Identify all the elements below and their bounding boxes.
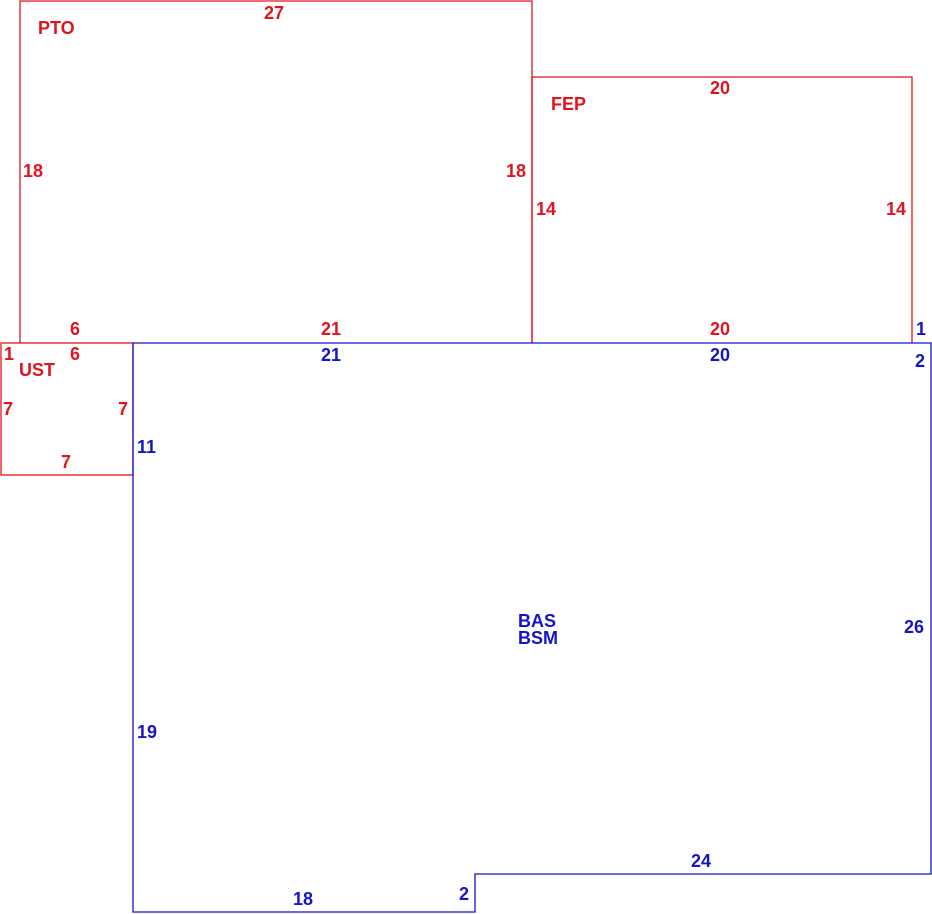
- fep-dim-left: 14: [536, 199, 557, 219]
- bas-dim-top-b: 20: [710, 345, 731, 365]
- pto-dim-right: 18: [506, 161, 527, 181]
- ust-dim-corner: 1: [4, 344, 15, 364]
- ust-dim-left: 7: [3, 399, 14, 419]
- fep-dim-top: 20: [710, 78, 731, 98]
- fep-dim-corner: 1: [916, 319, 927, 339]
- bas-dim-right: 26: [904, 617, 925, 637]
- bas-code: BAS: [518, 611, 557, 631]
- bas-dim-left-upper: 11: [137, 437, 157, 457]
- bas-dim-top-a: 21: [321, 345, 342, 365]
- bas-dim-right-top: 2: [915, 351, 926, 371]
- fep-area-label: FEP: [551, 94, 587, 114]
- bas-area-label: BAS BSM: [518, 611, 558, 648]
- ust-dim-bottom: 7: [61, 452, 72, 472]
- pto-dim-bottom-a: 6: [70, 319, 81, 339]
- pto-dim-bottom-b: 21: [321, 319, 342, 339]
- pto-area-label: PTO: [38, 18, 75, 38]
- bas-dim-bottom-right: 24: [691, 851, 712, 871]
- fep-dim-bottom: 20: [710, 319, 731, 339]
- ust-area-label: UST: [19, 360, 55, 380]
- ust-dim-right: 7: [118, 399, 129, 419]
- ust-dim-top: 6: [70, 344, 81, 364]
- fep-outline: [531, 76, 913, 343]
- pto-outline: [19, 0, 533, 343]
- pto-dim-left: 18: [23, 161, 44, 181]
- bsm-code: BSM: [518, 628, 558, 648]
- bas-dim-step: 2: [459, 884, 470, 904]
- bas-dim-bottom-left: 18: [293, 889, 314, 909]
- fep-dim-right: 14: [886, 199, 907, 219]
- bas-outline: [132, 342, 932, 913]
- bas-dim-left-lower: 19: [137, 722, 158, 742]
- pto-dim-top: 27: [264, 3, 285, 23]
